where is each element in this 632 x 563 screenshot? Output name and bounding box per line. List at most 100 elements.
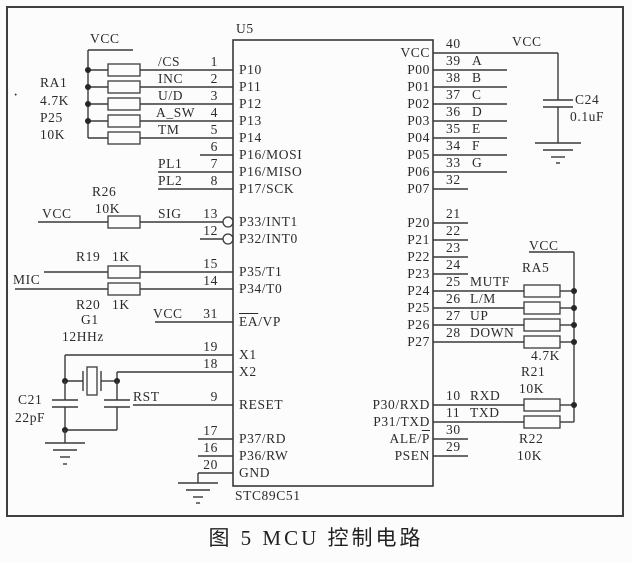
p2-stub-wires xyxy=(433,222,468,275)
component-value-c21: 22pF xyxy=(15,410,46,425)
segment-bus-wires xyxy=(433,69,507,190)
pin-label-x1: X1 xyxy=(239,347,257,362)
ale-psen-stubs xyxy=(433,438,468,457)
pin-label-gnd: GND xyxy=(239,465,271,480)
component-refdes-c21: C21 xyxy=(18,392,43,407)
component-refdes-r19: R19 xyxy=(76,249,101,264)
mic-circuit xyxy=(15,265,233,296)
component-refdes-r26: R26 xyxy=(92,184,117,199)
component-value-r20: 1K xyxy=(112,297,130,312)
pin-label-reset: RESET xyxy=(239,397,284,412)
net-label-txd: TXD xyxy=(470,405,500,420)
net-label-down: DOWN xyxy=(470,325,515,340)
pin-label-p32-int0: P32/INT0 xyxy=(239,231,298,246)
component-refdes-r20: R20 xyxy=(76,297,101,312)
ea-rest: /VP xyxy=(258,314,282,329)
pin-number-26: 26 xyxy=(446,291,461,306)
net-label-mic: MIC xyxy=(13,272,41,287)
component-value-c24: 0.1uF xyxy=(570,109,605,124)
pin-label-p21: P21 xyxy=(407,232,430,247)
net-label-rst: RST xyxy=(133,389,160,404)
pin-number-25: 25 xyxy=(446,274,461,289)
pin-number-10: 10 xyxy=(446,388,461,403)
net-label-asw: A_SW xyxy=(156,105,196,120)
pin-number-34: 34 xyxy=(446,138,461,153)
segment-label-g: G xyxy=(472,155,483,170)
pin-number-6: 6 xyxy=(210,139,218,154)
vcc-net-label: VCC xyxy=(90,31,120,46)
segment-label-f: F xyxy=(472,138,481,153)
pin-label-p25: P25 xyxy=(407,300,430,315)
chip-outline xyxy=(232,39,434,487)
component-refdes-r21: R21 xyxy=(521,364,546,379)
pin-label-p20: P20 xyxy=(407,215,430,230)
pin-label-psen: PSEN xyxy=(394,448,430,463)
gnd-pin-circuit xyxy=(178,438,233,504)
pin-number-30: 30 xyxy=(446,422,461,437)
component-value-r19: 1K xyxy=(112,249,130,264)
pin-label-p07: P07 xyxy=(407,181,430,196)
component-value-ra5: 4.7K xyxy=(531,348,561,363)
pin-number-40: 40 xyxy=(446,36,461,51)
pin-number-1: 1 xyxy=(210,54,218,69)
net-label-ud: U/D xyxy=(158,88,184,103)
pin-number-28: 28 xyxy=(446,325,461,340)
pin-number-35: 35 xyxy=(446,121,461,136)
vcc-net-label: VCC xyxy=(153,306,183,321)
component-value-r21: 10K xyxy=(519,381,545,396)
pin-number-22: 22 xyxy=(446,223,461,238)
ra1-network xyxy=(85,49,233,145)
pin-label-p06: P06 xyxy=(407,164,430,179)
pin-number-18: 18 xyxy=(203,356,218,371)
pin-number-2: 2 xyxy=(210,71,218,86)
component-refdes-c24: C24 xyxy=(575,92,600,107)
ea-overlined: EA xyxy=(239,314,259,329)
component-value-r22: 10K xyxy=(517,448,543,463)
pin-label-ale-p: ALE/P xyxy=(330,431,430,447)
pin-number-14: 14 xyxy=(203,273,218,288)
pin-label-p04: P04 xyxy=(407,130,430,145)
figure-caption: 图 5 MCU 控制电路 xyxy=(208,526,424,550)
pin-number-9: 9 xyxy=(210,389,218,404)
net-label-mutf: MUTF xyxy=(470,274,510,289)
pin-label-p10: P10 xyxy=(239,62,262,77)
pin-number-20: 20 xyxy=(203,457,218,472)
pin-label-p05: P05 xyxy=(407,147,430,162)
pin-label-ea-vp: EA/VP xyxy=(239,314,281,330)
pin-label-p30-rxd: P30/RXD xyxy=(372,397,430,412)
pin-number-39: 39 xyxy=(446,53,461,68)
pin-label-p23: P23 xyxy=(407,266,430,281)
r26-sig-circuit xyxy=(38,215,234,245)
net-label-inc: INC xyxy=(158,71,184,86)
pin-label-p36-rw: P36/RW xyxy=(239,448,289,463)
segment-label-b: B xyxy=(472,70,482,85)
pin-number-16: 16 xyxy=(203,440,218,455)
component-refdes-ra5: RA5 xyxy=(522,260,550,275)
ale-overlined: P xyxy=(421,431,430,446)
pin-number-23: 23 xyxy=(446,240,461,255)
crystal-circuit xyxy=(45,354,233,465)
pin-label-p35-t1: P35/T1 xyxy=(239,264,283,279)
pin-label-p16-mosi: P16/MOSI xyxy=(239,147,303,162)
pin-number-12: 12 xyxy=(203,223,218,238)
pin-number-7: 7 xyxy=(210,156,218,171)
pin-number-29: 29 xyxy=(446,439,461,454)
pin-label-p00: P00 xyxy=(407,62,430,77)
pin-label-p33-int1: P33/INT1 xyxy=(239,214,298,229)
pin-number-24: 24 xyxy=(446,257,461,272)
pin-number-15: 15 xyxy=(203,256,218,271)
pin-label-p24: P24 xyxy=(407,283,430,298)
pin-label-p16-miso: P16/MISO xyxy=(239,164,303,179)
component-refdes-p25: P25 xyxy=(40,110,63,125)
vcc-net-label: VCC xyxy=(42,206,72,221)
pin-label-p12: P12 xyxy=(239,96,262,111)
pin-number-3: 3 xyxy=(210,88,218,103)
pin-label-p11: P11 xyxy=(239,79,262,94)
ra5-network xyxy=(433,251,577,422)
pin-number-38: 38 xyxy=(446,70,461,85)
chip-part-number: STC89C51 xyxy=(235,488,301,503)
component-value-r26: 10K xyxy=(95,201,121,216)
pin-label-p01: P01 xyxy=(407,79,430,94)
pin-number-36: 36 xyxy=(446,104,461,119)
